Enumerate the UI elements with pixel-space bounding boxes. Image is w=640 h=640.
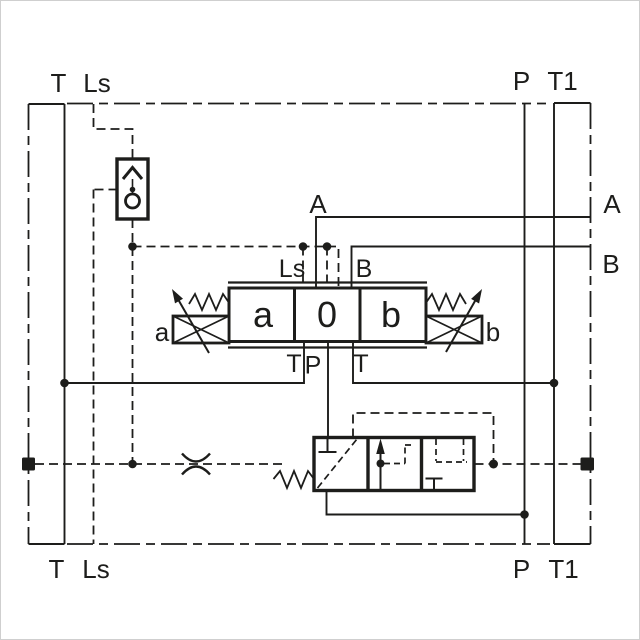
valve-port-label-ls: Ls [279, 255, 305, 283]
check-valve-seat-icon [121, 165, 144, 180]
junction-dot [322, 242, 332, 251]
work-port-label-b: B [602, 249, 619, 279]
valve-port-label-b: B [356, 255, 373, 283]
adjust-arrow-head-icon [172, 289, 183, 304]
junction-dot [376, 459, 385, 468]
orifice-icon [181, 452, 211, 476]
pressure-compensator [35, 412, 581, 516]
spring-icon [188, 291, 230, 313]
work-lines [315, 216, 590, 288]
check-valve [115, 157, 150, 221]
adjust-arrow-shaft [174, 293, 210, 354]
check-valve-node [129, 186, 136, 193]
ls-drop [92, 104, 134, 159]
rail-label-top-p: P [513, 66, 530, 96]
rail-label-bottom-t: T [49, 554, 65, 584]
adjust-arrow-head-icon [471, 289, 482, 304]
junction-dot [128, 459, 137, 469]
solenoid-cross-icon [172, 315, 230, 344]
adjust-arrow-shaft [445, 293, 480, 353]
actuator-label-b: b [486, 317, 500, 347]
work-port-corner-label-a: A [309, 189, 327, 219]
check-valve-ball-icon [124, 192, 141, 210]
rail-label-top-t: T [51, 68, 67, 98]
junction-dot [489, 459, 498, 469]
orifice-top-arc [181, 452, 211, 463]
junction-dot [128, 242, 137, 251]
rail-label-bottom-t1: T1 [548, 554, 578, 584]
actuator-label-a: a [155, 317, 170, 347]
rail-label-bottom-ls: Ls [82, 554, 109, 584]
plug-icon-left [22, 457, 35, 471]
junction-dot [298, 242, 308, 251]
position-label-a: a [253, 294, 274, 335]
plug-icon-right [580, 457, 594, 471]
compensator-box-flow [376, 438, 415, 491]
compensator-pilot-lines [35, 412, 581, 465]
work-line-a [315, 216, 590, 288]
t-return-left [64, 341, 305, 384]
main-spool-valve: a 0 b Ls B T P T a b [64, 255, 554, 438]
compensator-box-closed [316, 437, 358, 489]
blocked-port-icon [318, 437, 337, 453]
valve-bottom-lines [64, 341, 554, 438]
subplate-boundary [27, 102, 592, 545]
tank-gallery-t1 [553, 102, 591, 545]
valve-port-label-t-right: T [353, 350, 368, 378]
rail-label-bottom-p: P [513, 554, 530, 584]
spring-icon [272, 468, 315, 491]
compensator-box-regulate [425, 439, 467, 491]
spring-icon [425, 291, 467, 313]
position-label-0: 0 [317, 294, 337, 335]
junction-dot [520, 510, 529, 519]
flow-arrow-head-icon [376, 438, 385, 454]
valve-port-label-t-left: T [286, 350, 301, 378]
work-line-b [350, 245, 590, 288]
position-label-b: b [381, 294, 401, 335]
valve-port-label-p: P [305, 352, 322, 380]
proportional-solenoid-b [424, 289, 484, 353]
t-return-right [352, 341, 554, 384]
tank-gallery-t [28, 103, 66, 545]
junction-dot [549, 378, 559, 388]
compensator-p-connection [325, 490, 525, 516]
pilot-over-line [352, 412, 495, 464]
work-port-label-a: A [603, 189, 621, 219]
blocked-port-icon [425, 477, 443, 491]
pilot-hook [384, 444, 415, 465]
orifice-bottom-arc [181, 465, 211, 476]
junction-dot [60, 378, 69, 388]
solenoid-cross-icon [425, 315, 483, 344]
proportional-solenoid-a [171, 289, 231, 354]
rail-label-top-ls: Ls [83, 68, 110, 98]
rail-label-top-t1: T1 [547, 66, 577, 96]
pilot-hooks [435, 439, 467, 463]
